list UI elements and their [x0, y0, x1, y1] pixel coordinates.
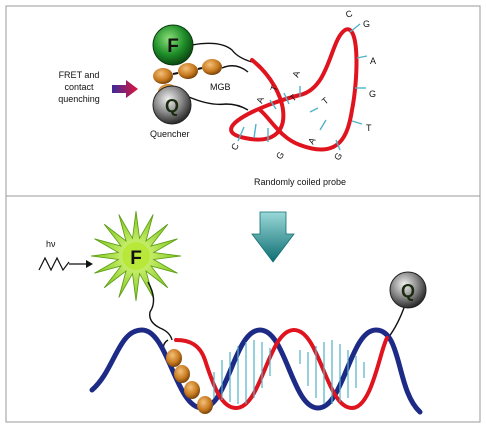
quencher-letter: Q — [401, 281, 415, 301]
down-arrow-icon — [251, 211, 295, 263]
fret-label-line1: FRET and — [59, 70, 100, 80]
probe-base: G — [363, 19, 370, 29]
bound-mgb-beads — [166, 349, 213, 414]
light-label: hν — [46, 239, 56, 249]
quencher-letter: Q — [165, 96, 179, 116]
probe-base: G — [369, 89, 376, 99]
probe-label: Randomly coiled probe — [254, 177, 346, 187]
fret-label-line3: quenching — [58, 94, 100, 104]
target-dna-strand — [89, 327, 423, 415]
light-wave-icon — [38, 256, 70, 272]
bottom-panel: hν F — [38, 210, 427, 415]
probe-base-ticks — [237, 23, 368, 151]
emitting-fluorophore: F — [90, 210, 182, 302]
fluorophore-f — [152, 24, 194, 66]
probe-base: A — [370, 56, 376, 66]
quencher-label: Quencher — [150, 129, 190, 139]
probe-base: A — [290, 70, 301, 79]
fluorophore-core — [122, 242, 150, 270]
probe-base: C — [344, 8, 354, 20]
probe-base: A — [306, 136, 318, 146]
probe-base: C — [229, 141, 241, 152]
bead-bond — [197, 67, 203, 70]
base-pair-ticks — [213, 340, 365, 404]
mgb-linker — [221, 65, 249, 73]
fret-label-line2: contact — [64, 82, 94, 92]
outer-border — [5, 5, 481, 423]
quencher-linker — [188, 96, 249, 111]
mgb-label: MGB — [210, 82, 231, 92]
fluorophore-letter: F — [167, 36, 179, 57]
fluorophore-letter: F — [130, 248, 142, 269]
entry-arrow-icon — [112, 80, 138, 98]
fluorophore-linker — [191, 42, 253, 63]
fluorophore-linker — [147, 281, 173, 341]
mgb-bead — [153, 68, 173, 84]
probe-base: G — [274, 150, 286, 161]
quencher-q — [152, 85, 192, 125]
probe-base: G — [332, 151, 344, 162]
hybridized-probe — [174, 327, 389, 411]
probe-base: T — [366, 123, 372, 133]
probe-base: T — [320, 95, 331, 107]
mgb-bead — [166, 349, 182, 367]
mgb-bead — [178, 63, 198, 79]
top-panel: FRET and contact quenching F MGB Q Quenc… — [58, 8, 376, 187]
mgb-bead — [184, 381, 200, 399]
probe-base: A — [254, 96, 265, 105]
probe-base: T — [288, 92, 299, 104]
quencher-q — [389, 271, 427, 309]
mgb-bead — [197, 396, 213, 414]
mgb-bead — [202, 59, 222, 75]
bead-bond — [172, 72, 179, 75]
mgb-bead — [174, 365, 190, 383]
arrowhead-icon — [86, 260, 93, 268]
coiled-probe — [229, 27, 359, 152]
probe-base: T — [268, 84, 279, 93]
